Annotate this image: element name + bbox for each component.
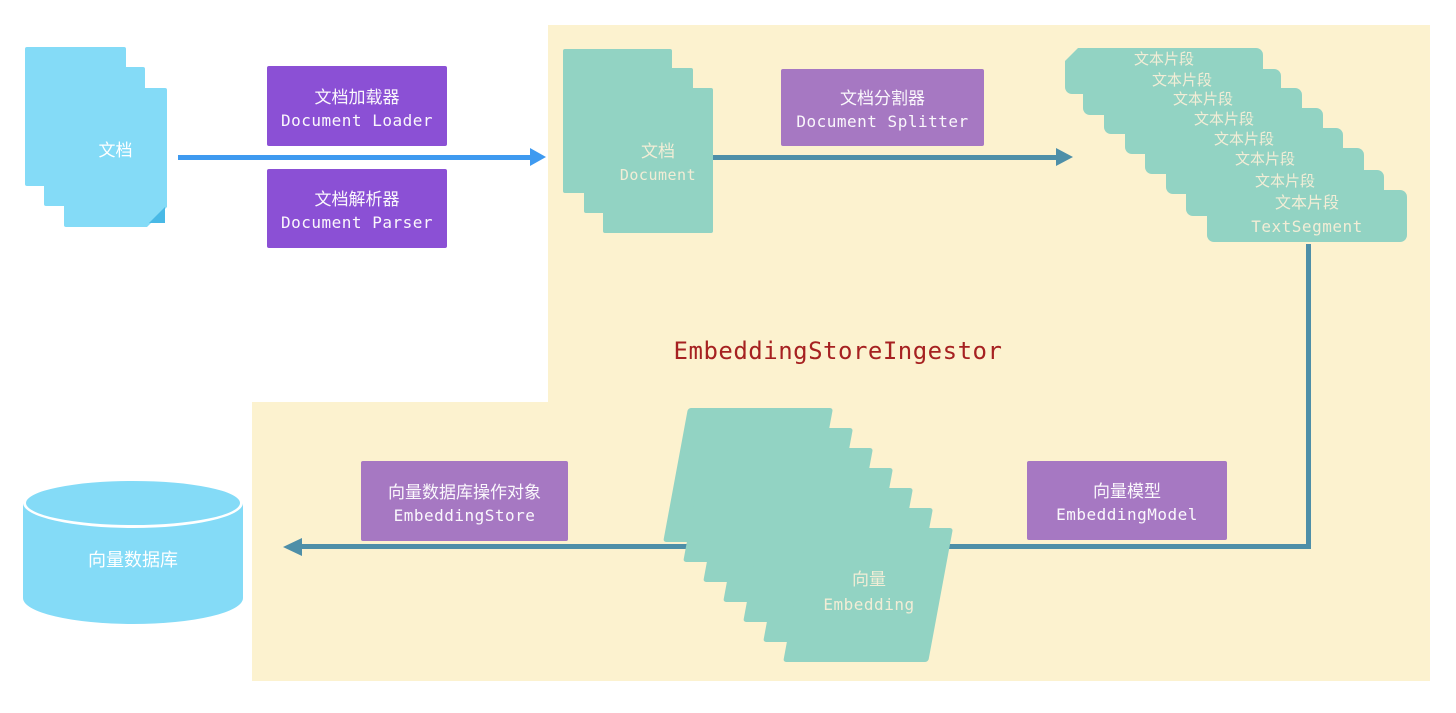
embedding-store-label-zh: 向量数据库操作对象 bbox=[388, 482, 541, 502]
document-label-en: Document bbox=[619, 166, 697, 184]
embedding-store-box: 向量数据库操作对象 EmbeddingStore bbox=[361, 461, 568, 541]
document-splitter-box: 文档分割器 Document Splitter bbox=[781, 69, 984, 146]
text-segment-card-front: 文本片段 TextSegment bbox=[1207, 190, 1407, 242]
document-loader-label-zh: 文档加载器 bbox=[314, 87, 400, 107]
document-parser-label-en: Document Parser bbox=[281, 213, 433, 232]
page-fold-corner bbox=[149, 207, 165, 223]
document-loader-box: 文档加载器 Document Loader bbox=[267, 66, 447, 146]
diagram-title: EmbeddingStoreIngestor bbox=[673, 337, 1003, 365]
text-segment-label-zh: 文本片段 bbox=[1274, 195, 1339, 212]
document-loader-label-en: Document Loader bbox=[281, 110, 433, 130]
vector-database-label: 向量数据库 bbox=[88, 550, 178, 570]
embedding-store-label-en: EmbeddingStore bbox=[393, 505, 536, 525]
arrowhead-into-vector-db bbox=[283, 538, 302, 556]
source-doc-label-zh: 文档 bbox=[98, 140, 133, 160]
embedding-label: 向量 Embedding bbox=[794, 568, 944, 618]
source-doc-front bbox=[64, 88, 167, 227]
cylinder-top-ellipse bbox=[23, 478, 243, 528]
embedding-model-label-zh: 向量模型 bbox=[1093, 482, 1161, 501]
document-front bbox=[603, 88, 713, 233]
embedding-model-box: 向量模型 EmbeddingModel bbox=[1027, 461, 1227, 540]
text-segment-label-en: TextSegment bbox=[1251, 217, 1363, 236]
document-parser-label-zh: 文档解析器 bbox=[314, 190, 400, 209]
document-splitter-label-en: Document Splitter bbox=[796, 112, 969, 131]
embedding-label-en: Embedding bbox=[823, 595, 915, 614]
arrow-document-to-segments bbox=[713, 155, 1056, 160]
arrowhead-document-to-segments bbox=[1056, 148, 1073, 166]
connector-segments-down bbox=[1306, 244, 1311, 548]
document-label-zh: 文档 bbox=[641, 142, 675, 161]
arrowhead-docs-to-document bbox=[530, 148, 546, 166]
source-doc-label: 文档 bbox=[64, 88, 167, 208]
document-parser-box: 文档解析器 Document Parser bbox=[267, 169, 447, 248]
arrow-docs-to-document bbox=[178, 155, 532, 160]
vector-database-cylinder: 向量数据库 bbox=[23, 478, 243, 624]
document-splitter-label-zh: 文档分割器 bbox=[840, 89, 925, 108]
embedding-label-zh: 向量 bbox=[852, 570, 886, 589]
embedding-model-label-en: EmbeddingModel bbox=[1056, 505, 1198, 524]
document-label: 文档 Document bbox=[603, 88, 713, 233]
